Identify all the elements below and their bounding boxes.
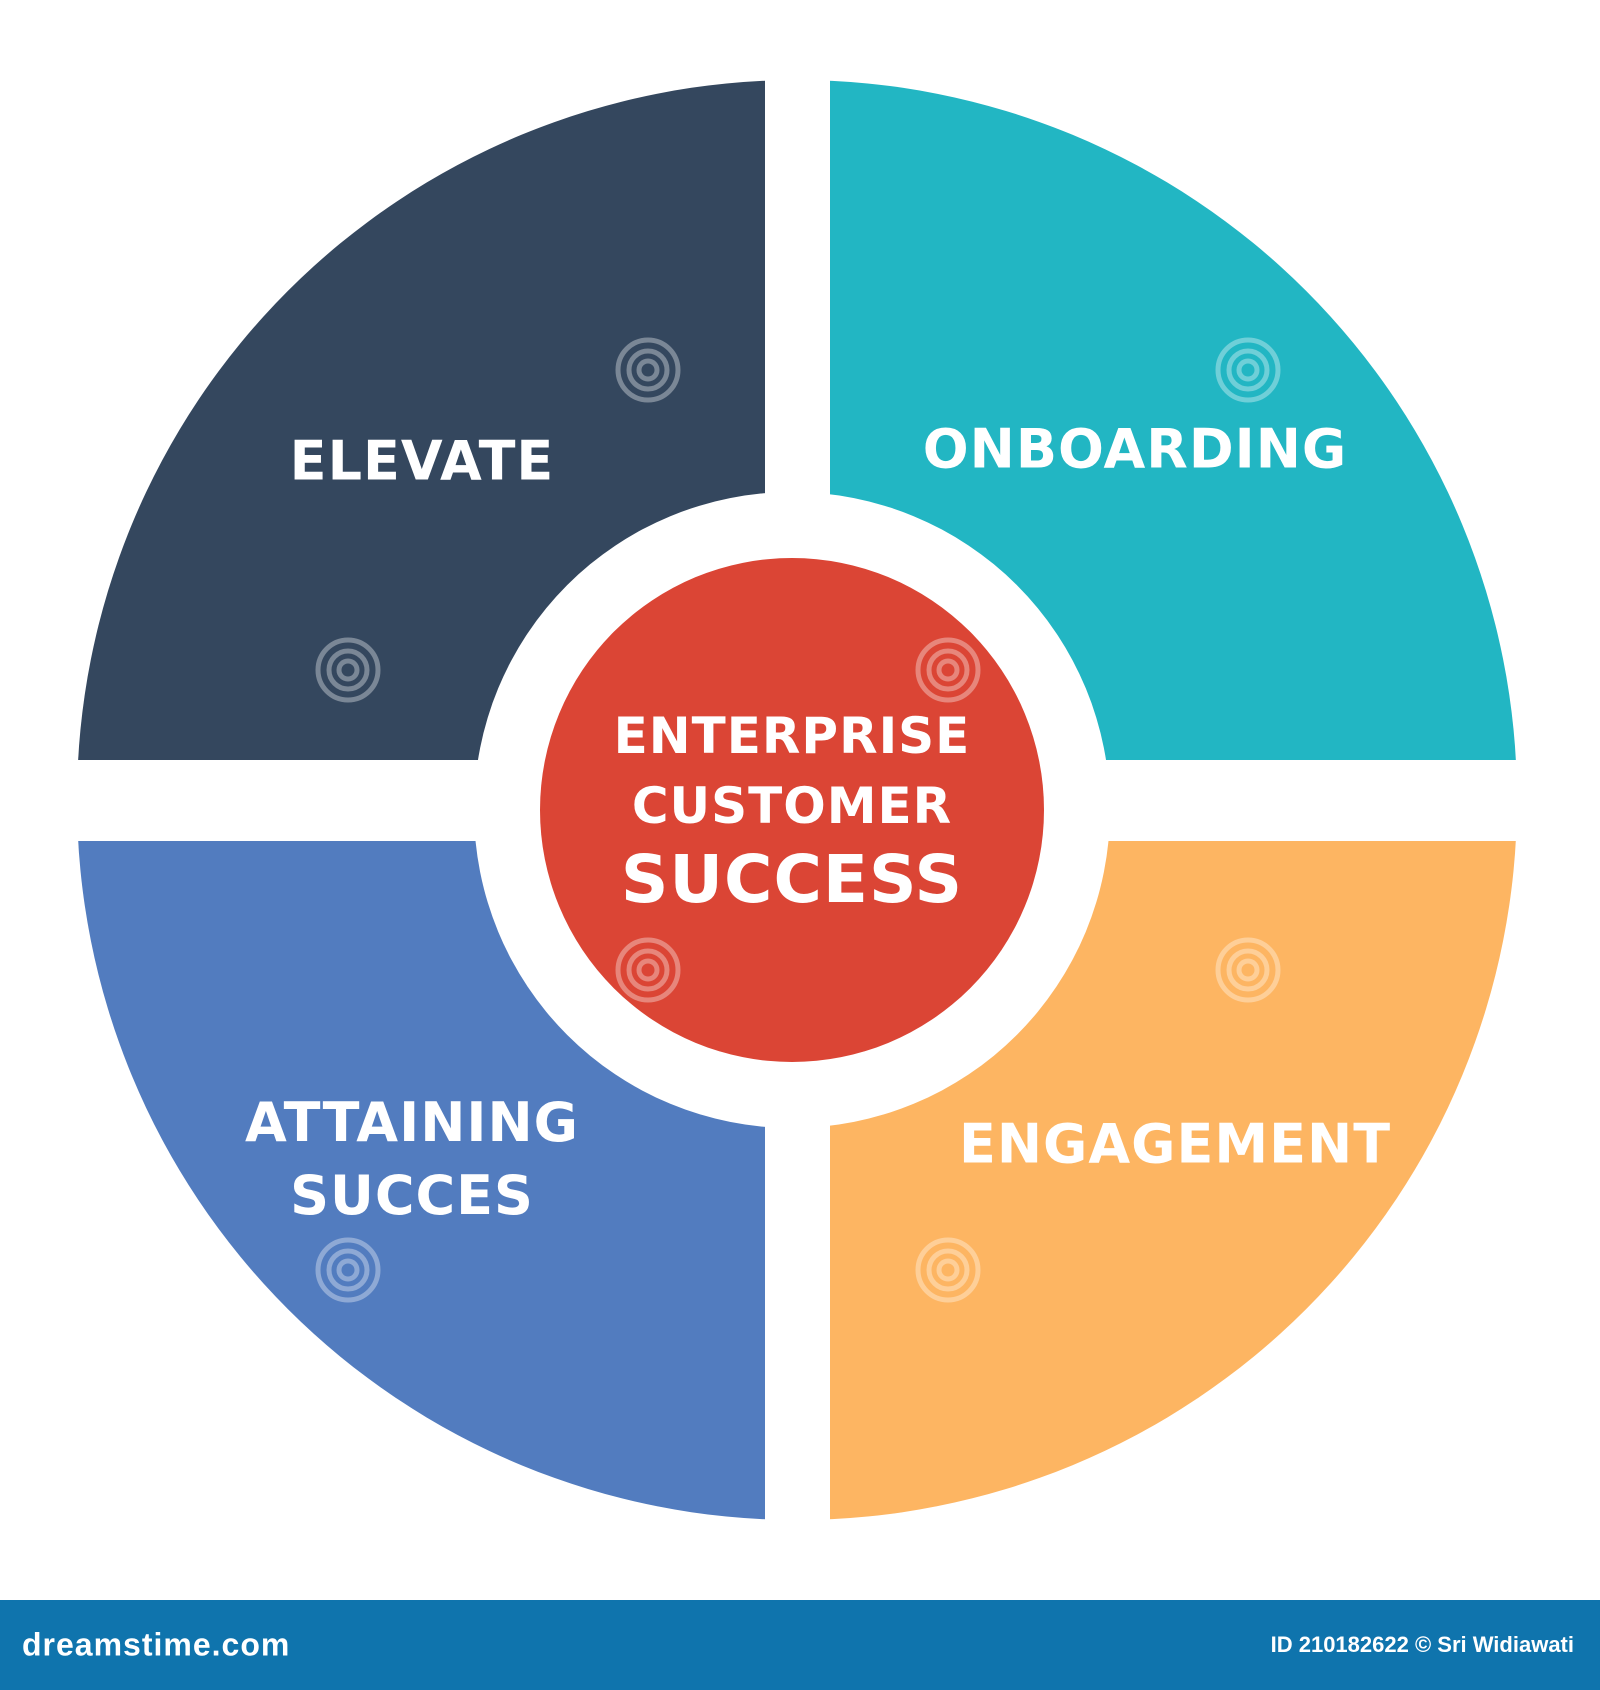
cycle-diagram — [77, 80, 1517, 1520]
label-succes: SUCCES — [290, 1164, 534, 1227]
label-elevate: ELEVATE — [289, 429, 555, 493]
center-text: ENTERPRISE CUSTOMER SUCCESS — [614, 701, 971, 919]
label-attaining: ATTAINING — [244, 1091, 580, 1155]
center-line-success: SUCCESS — [620, 841, 964, 918]
label-engagement: ENGAGEMENT — [958, 1112, 1392, 1176]
label-attaining-succes: ATTAINING SUCCES — [245, 1087, 579, 1233]
center-circle — [540, 558, 1044, 1062]
dreamstime-logo[interactable]: dreamstime.com — [22, 1626, 291, 1663]
label-onboarding: ONBOARDING — [922, 417, 1348, 481]
footer-bar: dreamstime.com ID 210182622 © Sri Widiaw… — [0, 1600, 1600, 1690]
image-credit: ID 210182622 © Sri Widiawati — [1270, 1632, 1574, 1657]
center-line-customer: CUSTOMER — [631, 777, 953, 835]
center-line-enterprise: ENTERPRISE — [613, 707, 971, 765]
